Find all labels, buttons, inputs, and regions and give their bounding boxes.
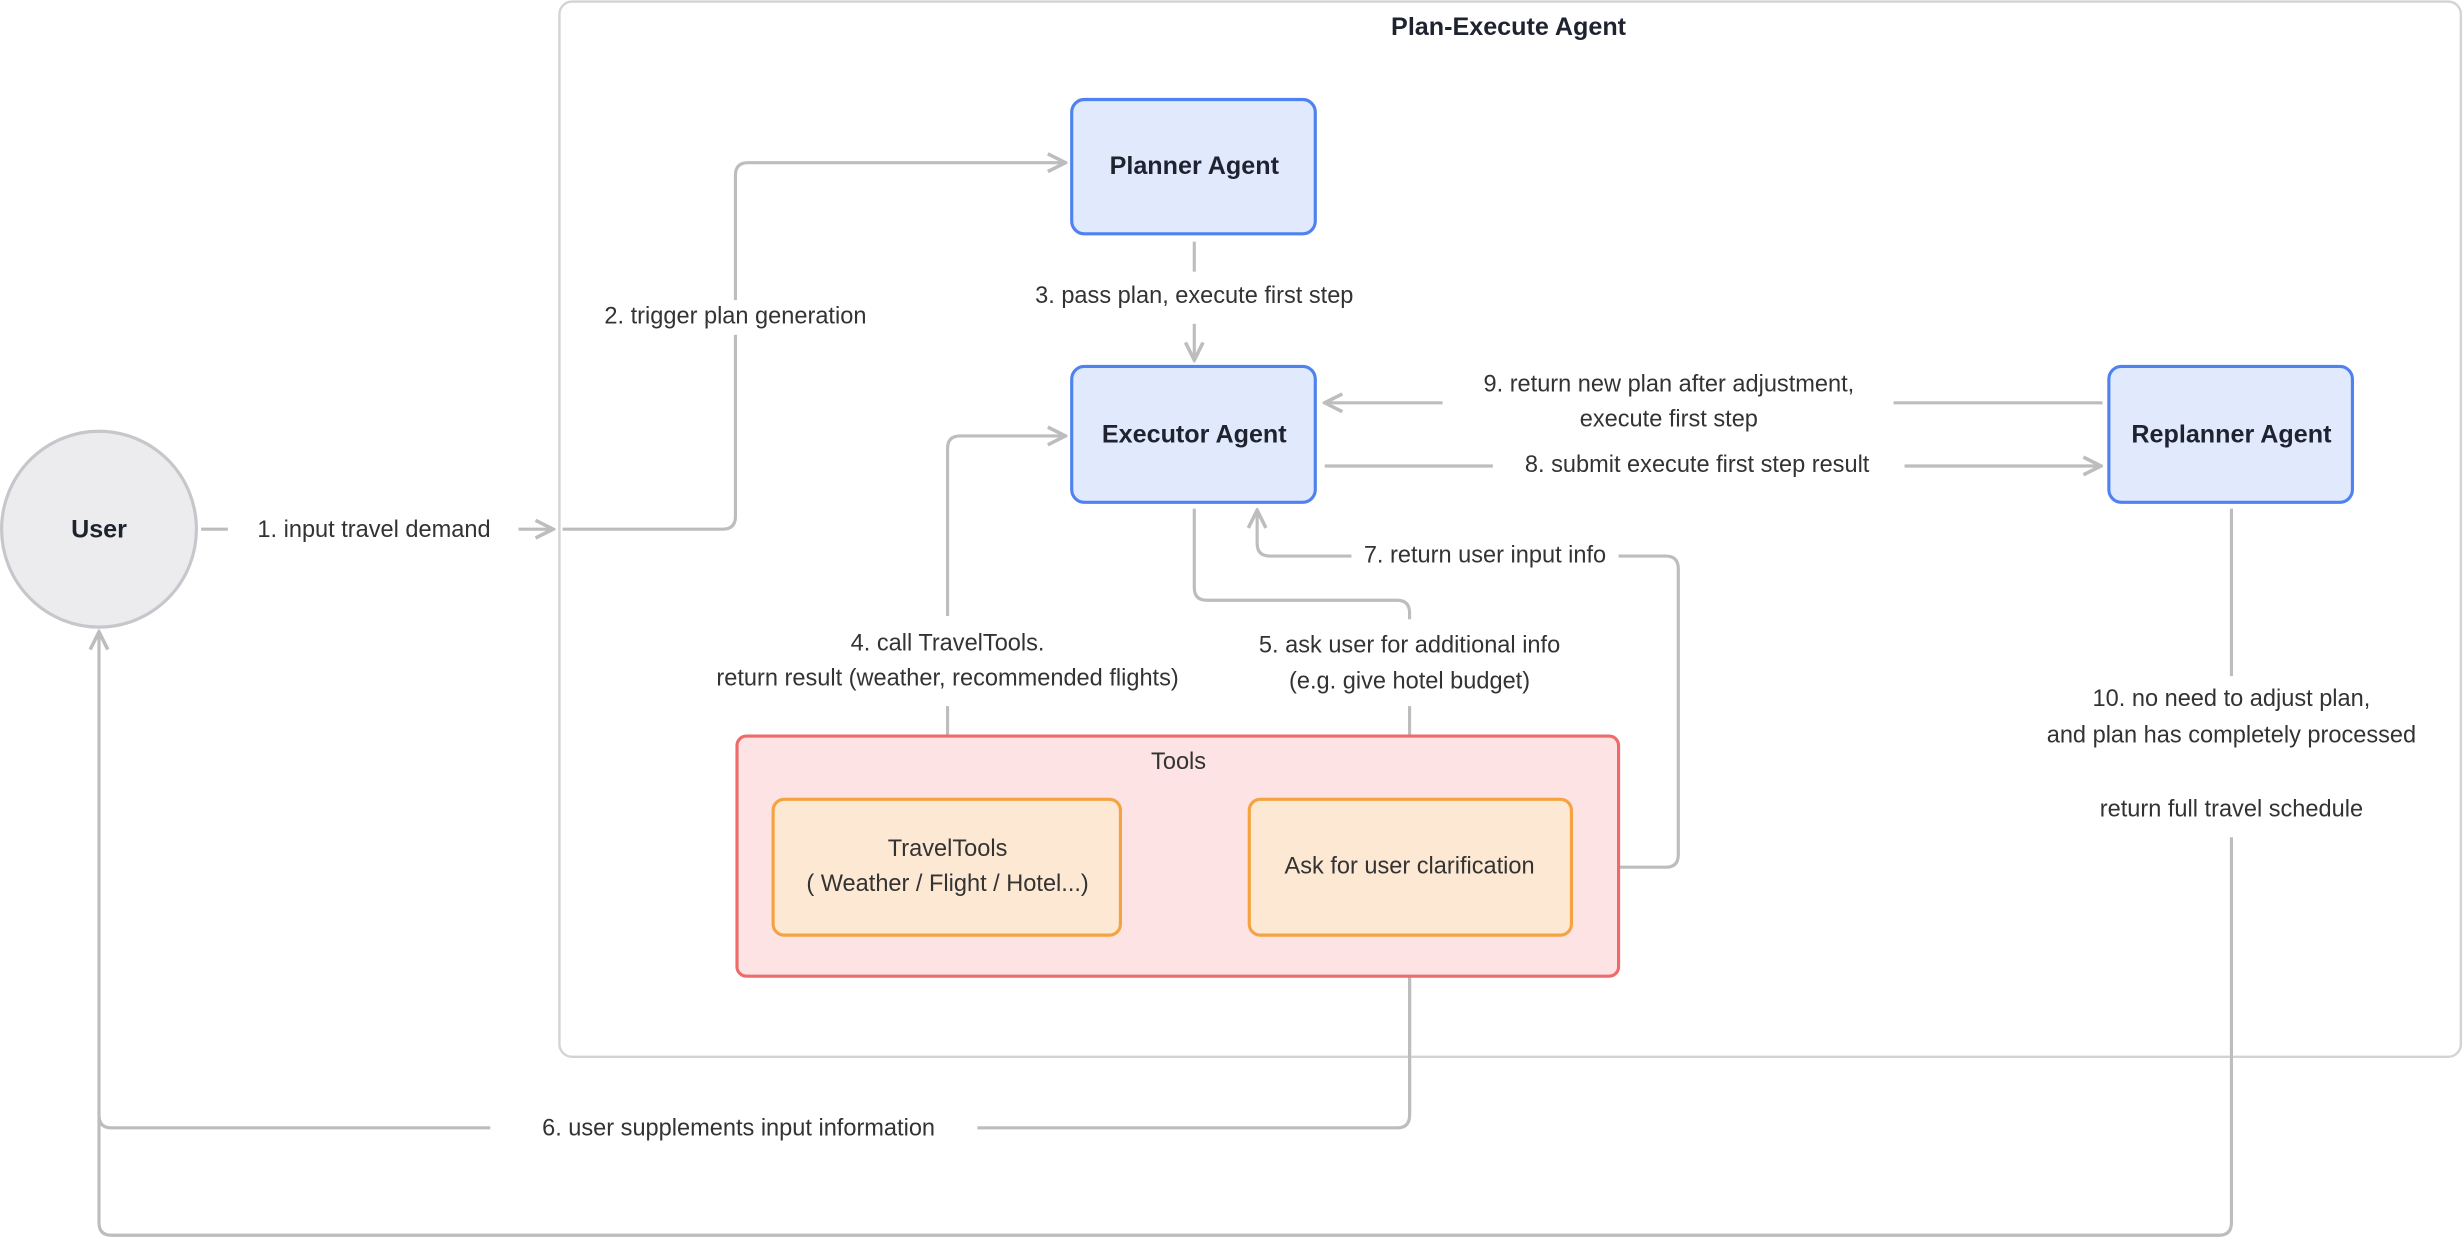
container-title: Plan-Execute Agent — [1391, 13, 1627, 41]
svg-text:6. user supplements input info: 6. user supplements input information — [542, 1116, 935, 1142]
svg-text:return result (weather, recomm: return result (weather, recommended flig… — [716, 665, 1178, 691]
svg-text:1. input travel demand: 1. input travel demand — [257, 517, 490, 543]
edge-7: 7. return user input info — [1257, 510, 1680, 869]
edge-9: 9. return new plan after adjustment, exe… — [1325, 372, 2103, 432]
svg-text:( Weather / Flight / Hotel...): ( Weather / Flight / Hotel...) — [806, 871, 1088, 897]
planner-agent-node[interactable]: Planner Agent — [1070, 97, 1317, 236]
replanner-agent-node[interactable]: Replanner Agent — [2107, 364, 2354, 504]
edge-2: 2. trigger plan generation — [562, 163, 1066, 531]
svg-text:Ask for user clarification: Ask for user clarification — [1285, 853, 1535, 879]
edge-4: 4. call TravelTools. return result (weat… — [716, 436, 1179, 790]
svg-text:Planner Agent: Planner Agent — [1110, 152, 1280, 180]
svg-text:4. call TravelTools.: 4. call TravelTools. — [851, 631, 1045, 657]
svg-text:User: User — [71, 515, 127, 543]
svg-text:5. ask user for additional inf: 5. ask user for additional info — [1259, 632, 1560, 658]
travel-tools-node[interactable]: TravelTools ( Weather / Flight / Hotel..… — [771, 797, 1122, 937]
edge-1: 1. input travel demand — [201, 517, 553, 543]
edge-10: 10. no need to adjust plan, and plan has… — [99, 508, 2416, 1237]
svg-text:Replanner Agent: Replanner Agent — [2131, 421, 2332, 449]
svg-text:TravelTools: TravelTools — [888, 836, 1008, 862]
svg-text:(e.g. give hotel budget): (e.g. give hotel budget) — [1289, 669, 1530, 695]
svg-text:Executor Agent: Executor Agent — [1102, 421, 1287, 449]
svg-text:7. return user input info: 7. return user input info — [1364, 542, 1606, 568]
svg-text:3. pass plan, execute first st: 3. pass plan, execute first step — [1035, 283, 1353, 309]
svg-text:8. submit execute first step r: 8. submit execute first step result — [1525, 452, 1870, 478]
svg-text:10. no need to adjust plan,: 10. no need to adjust plan, — [2093, 686, 2371, 712]
svg-text:return full travel schedule: return full travel schedule — [2100, 797, 2363, 823]
edge-3: 3. pass plan, execute first step — [1035, 241, 1353, 360]
svg-text:2. trigger plan generation: 2. trigger plan generation — [604, 304, 866, 330]
edge-6: 6. user supplements input information — [97, 945, 1410, 1142]
ask-user-clarification-node[interactable]: Ask for user clarification — [1247, 797, 1573, 937]
svg-text:execute first step: execute first step — [1580, 406, 1758, 432]
svg-text:and plan has completely proces: and plan has completely processed — [2047, 722, 2416, 748]
user-node[interactable]: User — [0, 429, 198, 629]
executor-agent-node[interactable]: Executor Agent — [1070, 364, 1317, 504]
svg-text:9. return new plan after adjus: 9. return new plan after adjustment, — [1484, 372, 1855, 398]
svg-text:Tools: Tools — [1151, 749, 1206, 775]
edge-8: 8. submit execute first step result — [1324, 452, 2101, 478]
